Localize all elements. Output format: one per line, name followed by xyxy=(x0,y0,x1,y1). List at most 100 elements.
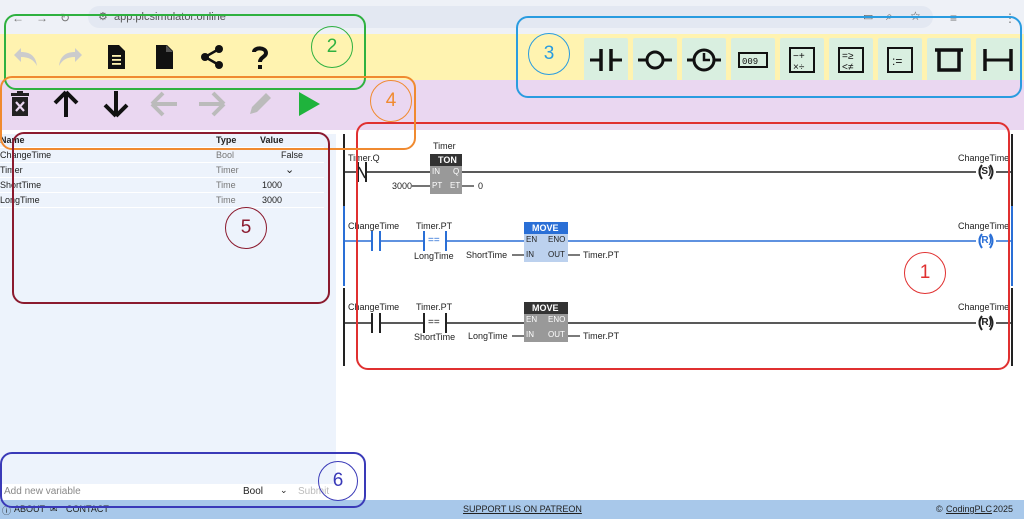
move-eno-pin: ENO xyxy=(548,315,566,324)
math-instruction-button[interactable]: −+×÷ xyxy=(780,38,824,82)
move-right-button[interactable] xyxy=(192,84,232,124)
run-button[interactable] xyxy=(288,84,328,124)
timer-pt-value[interactable]: 3000 xyxy=(392,181,413,191)
redo-icon xyxy=(59,48,82,66)
row-divider xyxy=(0,192,324,193)
compare-instruction-button[interactable]: =≥<≠ xyxy=(829,38,873,82)
var-value[interactable]: 3000 xyxy=(262,195,283,205)
contact-link[interactable]: CONTACT xyxy=(66,504,109,514)
compare-icon: =≥<≠ xyxy=(838,47,864,73)
annotation-marker-5: 5 xyxy=(225,207,267,249)
timer-instance-label[interactable]: Timer xyxy=(433,141,456,151)
set-coil[interactable]: (S) xyxy=(978,166,992,177)
var-name[interactable]: ChangeTime xyxy=(0,150,52,160)
rail-icon xyxy=(983,49,1013,71)
move-up-button[interactable] xyxy=(46,84,86,124)
branch-icon xyxy=(935,48,963,72)
move-left-button[interactable] xyxy=(144,84,184,124)
compare-a-label[interactable]: Timer.PT xyxy=(416,302,453,312)
media-icon[interactable]: ≡ xyxy=(950,11,958,25)
annotation-box-6 xyxy=(0,452,366,508)
compare-b-label[interactable]: ShortTime xyxy=(414,332,456,342)
var-type[interactable]: Time xyxy=(216,180,236,190)
play-icon xyxy=(299,92,320,116)
arrow-left-icon xyxy=(150,91,177,117)
move-in-var[interactable]: ShortTime xyxy=(466,250,508,260)
move-in-pin: IN xyxy=(526,330,534,339)
coil-label[interactable]: ChangeTime xyxy=(958,153,1010,163)
ladder-canvas: Timer.Q Timer TON IN Q PT ET 3000 0 Chan… xyxy=(336,134,1024,500)
share-button[interactable] xyxy=(192,37,232,77)
codingplc-link[interactable]: CodingPLC xyxy=(946,504,993,514)
reset-coil[interactable]: (R) xyxy=(978,235,992,246)
move-out-var[interactable]: Timer.PT xyxy=(583,331,620,341)
coil-label[interactable]: ChangeTime xyxy=(958,221,1010,231)
site-info-icon[interactable]: ⚙ xyxy=(98,11,108,23)
svg-text::=: := xyxy=(892,54,902,68)
col-value-header: Value xyxy=(260,135,284,145)
annotation-box-3 xyxy=(516,16,1022,98)
counter-instruction-button[interactable]: 009 xyxy=(731,38,775,82)
move-en-pin: EN xyxy=(526,315,538,324)
move-in-var[interactable]: LongTime xyxy=(468,331,508,341)
contact-label[interactable]: ChangeTime xyxy=(348,221,400,231)
var-value[interactable]: False xyxy=(281,150,304,160)
var-type[interactable]: Time xyxy=(216,195,236,205)
compare-operator[interactable]: == xyxy=(428,317,440,328)
branch-instruction-button[interactable] xyxy=(927,38,971,82)
edit-button[interactable] xyxy=(240,84,280,124)
open-file-button[interactable] xyxy=(96,37,136,77)
new-file-button[interactable] xyxy=(144,37,184,77)
about-link[interactable]: ABOUT xyxy=(14,504,46,514)
move-instruction-button[interactable]: := xyxy=(878,38,922,82)
undo-button[interactable] xyxy=(6,37,46,77)
move-eno-pin: ENO xyxy=(548,235,566,244)
math-icon: −+×÷ xyxy=(789,47,815,73)
timer-instruction-button[interactable] xyxy=(682,38,726,82)
var-name[interactable]: Timer xyxy=(0,165,23,175)
footer: ⓘ ABOUT ✉ CONTACT SUPPORT US ON PATREON … xyxy=(0,500,1024,519)
compare-b-label[interactable]: LongTime xyxy=(414,251,454,261)
info-icon: ⓘ xyxy=(2,506,12,516)
var-name[interactable]: LongTime xyxy=(0,195,40,205)
delete-button[interactable] xyxy=(0,84,40,124)
coil-instruction-button[interactable] xyxy=(633,38,677,82)
contact-instruction-button[interactable] xyxy=(584,38,628,82)
new-variable-type-select[interactable]: Bool xyxy=(243,486,264,497)
clock-icon xyxy=(687,48,721,72)
document-icon xyxy=(108,45,125,69)
patreon-link[interactable]: SUPPORT US ON PATREON xyxy=(463,504,582,514)
var-name[interactable]: ShortTime xyxy=(0,180,42,190)
contact-label[interactable]: ChangeTime xyxy=(348,302,400,312)
compare-a-label[interactable]: Timer.PT xyxy=(416,221,453,231)
annotation-marker-2: 2 xyxy=(311,26,353,68)
contact-label[interactable]: Timer.Q xyxy=(348,153,380,163)
reload-icon[interactable]: ↻ xyxy=(60,11,71,25)
expand-chevron-icon[interactable]: ⌄ xyxy=(285,164,295,176)
compare-operator[interactable]: == xyxy=(428,235,440,246)
redo-button[interactable] xyxy=(50,37,90,77)
submit-button[interactable]: Submit xyxy=(298,486,330,497)
mail-icon: ✉ xyxy=(50,504,58,514)
select-chevron-icon: ⌄ xyxy=(280,485,288,495)
coil-icon xyxy=(638,50,672,70)
rail-instruction-button[interactable] xyxy=(976,38,1020,82)
annotation-box-1 xyxy=(356,122,1010,370)
move-down-button[interactable] xyxy=(96,84,136,124)
no-contact-icon xyxy=(590,49,622,71)
var-type[interactable]: Timer xyxy=(216,165,239,175)
reset-coil[interactable]: (R) xyxy=(978,317,992,328)
annotation-box-4 xyxy=(0,76,416,150)
move-out-var[interactable]: Timer.PT xyxy=(583,250,620,260)
move-out-pin: OUT xyxy=(548,330,565,339)
var-type[interactable]: Bool xyxy=(216,150,235,160)
new-variable-input[interactable]: Add new variable xyxy=(4,486,81,497)
timer-et-pin: ET xyxy=(450,181,461,190)
help-button[interactable] xyxy=(240,37,280,77)
move-block-title: MOVE xyxy=(532,303,559,313)
counter-icon: 009 xyxy=(738,52,768,68)
coil-label[interactable]: ChangeTime xyxy=(958,302,1010,312)
var-value[interactable]: 1000 xyxy=(262,180,283,190)
ladder-diagram xyxy=(343,134,1013,366)
timer-q-pin: Q xyxy=(453,167,460,176)
